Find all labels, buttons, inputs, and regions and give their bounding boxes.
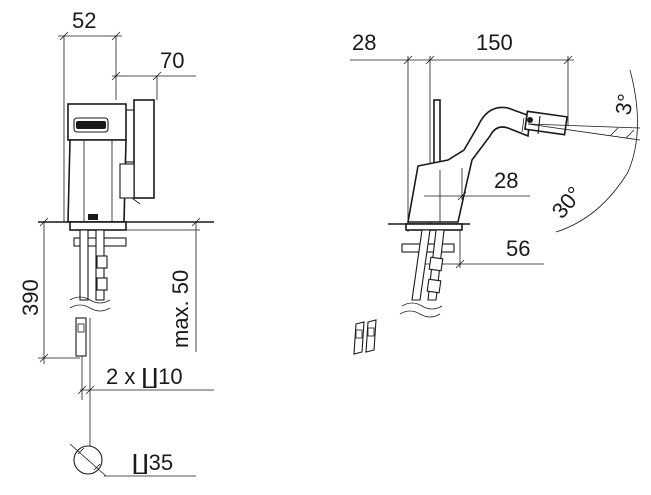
dim-70: 70 <box>111 48 196 100</box>
dim-text-28-mid: 28 <box>494 168 518 193</box>
side-faucet-body <box>407 99 568 223</box>
dim-56: 56 <box>420 230 544 269</box>
front-tails <box>69 229 111 400</box>
side-angles: 3° 30° <box>527 69 641 233</box>
dim-52: 52 <box>58 8 122 222</box>
dim-connections: 2 x ∐10 <box>77 364 214 395</box>
dim-text-390: 390 <box>18 279 43 316</box>
front-faucet-body <box>67 99 155 223</box>
dim-text-max50: max. 50 <box>168 270 193 348</box>
side-view: 28 150 3° 30° 28 <box>350 30 641 355</box>
dim-text-3deg: 3° <box>610 92 638 117</box>
dim-text-70: 70 <box>160 48 184 73</box>
front-view: 52 70 <box>18 8 214 477</box>
dim-text-52: 52 <box>72 8 96 33</box>
dim-text-150: 150 <box>476 30 513 55</box>
dim-text-connections: 2 x ∐10 <box>106 364 183 389</box>
dim-28-150: 28 150 <box>350 30 574 232</box>
front-deck <box>38 221 214 247</box>
dim-text-30deg: 30° <box>547 182 588 224</box>
dim-390: 390 <box>18 217 80 364</box>
side-tails <box>353 229 445 355</box>
dim-text-28-top: 28 <box>352 30 376 55</box>
dim-text-56: 56 <box>506 236 530 261</box>
dim-hole: ∐35 <box>69 400 196 477</box>
dim-text-hole: ∐35 <box>132 450 173 475</box>
dim-max50: max. 50 <box>126 217 201 352</box>
dim-28-mid: 28 <box>424 168 530 201</box>
